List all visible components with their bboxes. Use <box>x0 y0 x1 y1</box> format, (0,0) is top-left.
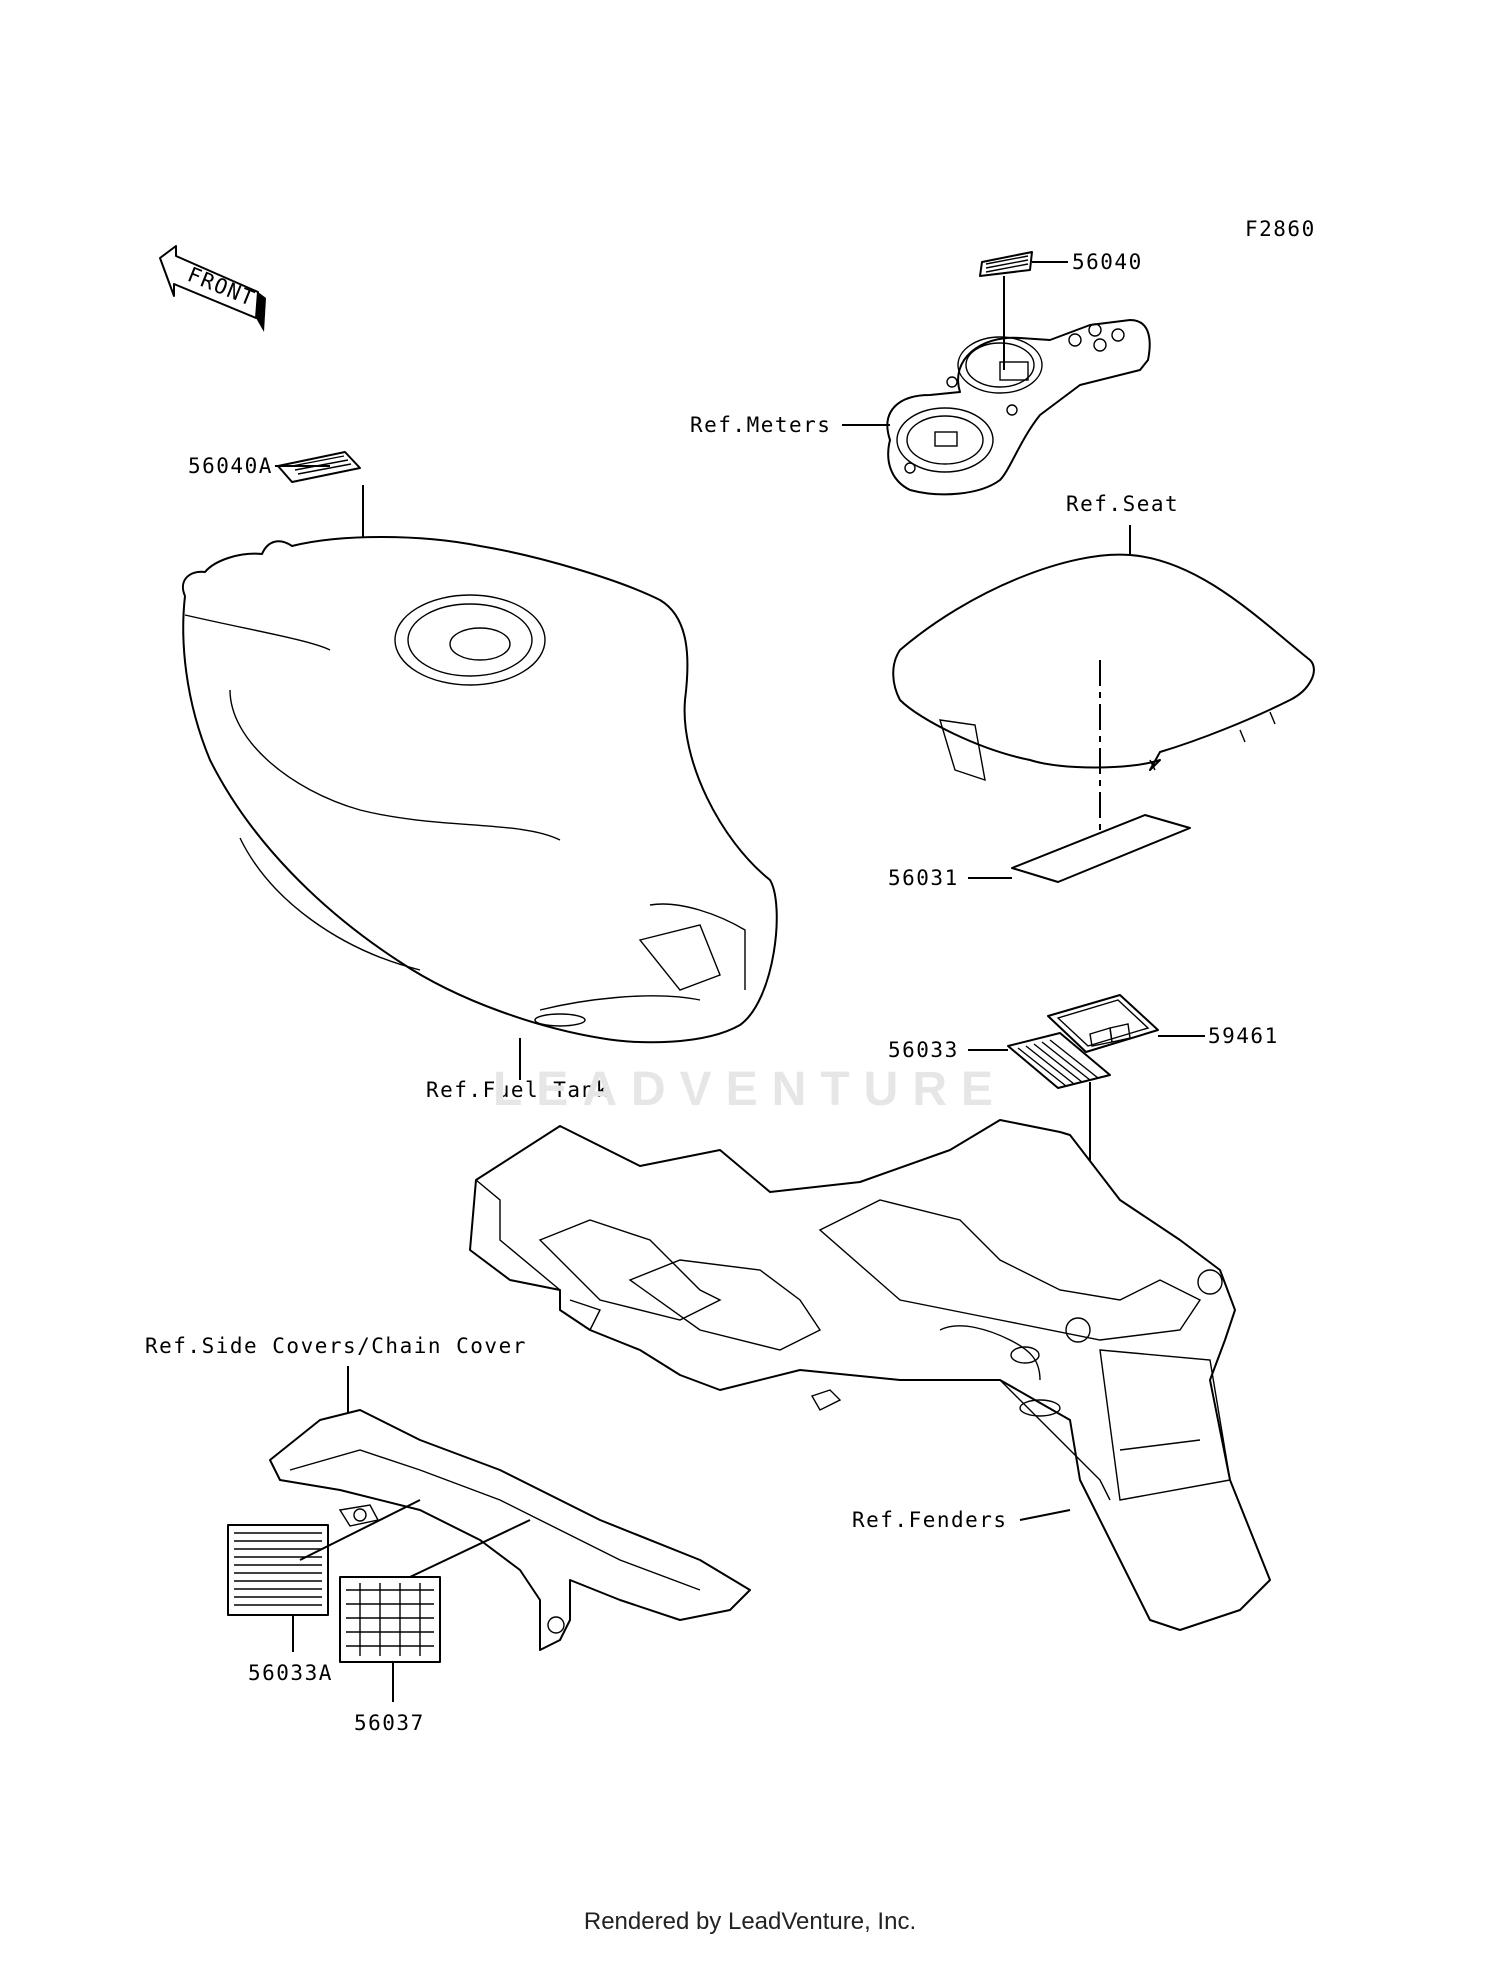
decal-59461-icon <box>1047 994 1159 1053</box>
front-arrow-icon: FRONT <box>159 245 266 332</box>
decal-56033a-icon <box>227 1524 329 1616</box>
decal-56037-icon <box>339 1576 441 1663</box>
decal-56040-icon <box>979 251 1033 277</box>
label-56033[interactable]: 56033 <box>888 1038 959 1062</box>
decal-56031-icon <box>1011 814 1191 883</box>
label-ref-meters[interactable]: Ref.Meters <box>690 413 831 437</box>
label-ref-fuel-tank[interactable]: Ref.Fuel Tank <box>426 1078 610 1102</box>
figure-code: F2860 <box>1245 217 1316 241</box>
footer-credit: Rendered by LeadVenture, Inc. <box>583 1908 917 1935</box>
label-ref-side-covers[interactable]: Ref.Side Covers/Chain Cover <box>145 1334 527 1358</box>
label-56031[interactable]: 56031 <box>888 866 959 890</box>
label-59461[interactable]: 59461 <box>1208 1024 1279 1048</box>
label-ref-fenders[interactable]: Ref.Fenders <box>852 1508 1008 1532</box>
decal-56033-icon <box>1007 1032 1111 1089</box>
meters-illustration <box>886 319 1151 496</box>
label-56040a[interactable]: 56040A <box>188 454 273 478</box>
fender-illustration <box>469 1119 1271 1631</box>
label-ref-seat[interactable]: Ref.Seat <box>1066 492 1179 516</box>
seat-illustration <box>892 553 1315 782</box>
label-56040[interactable]: 56040 <box>1072 250 1143 274</box>
fuel-tank-illustration <box>182 536 778 1044</box>
label-56033a[interactable]: 56033A <box>248 1661 333 1685</box>
label-56037[interactable]: 56037 <box>354 1711 425 1735</box>
